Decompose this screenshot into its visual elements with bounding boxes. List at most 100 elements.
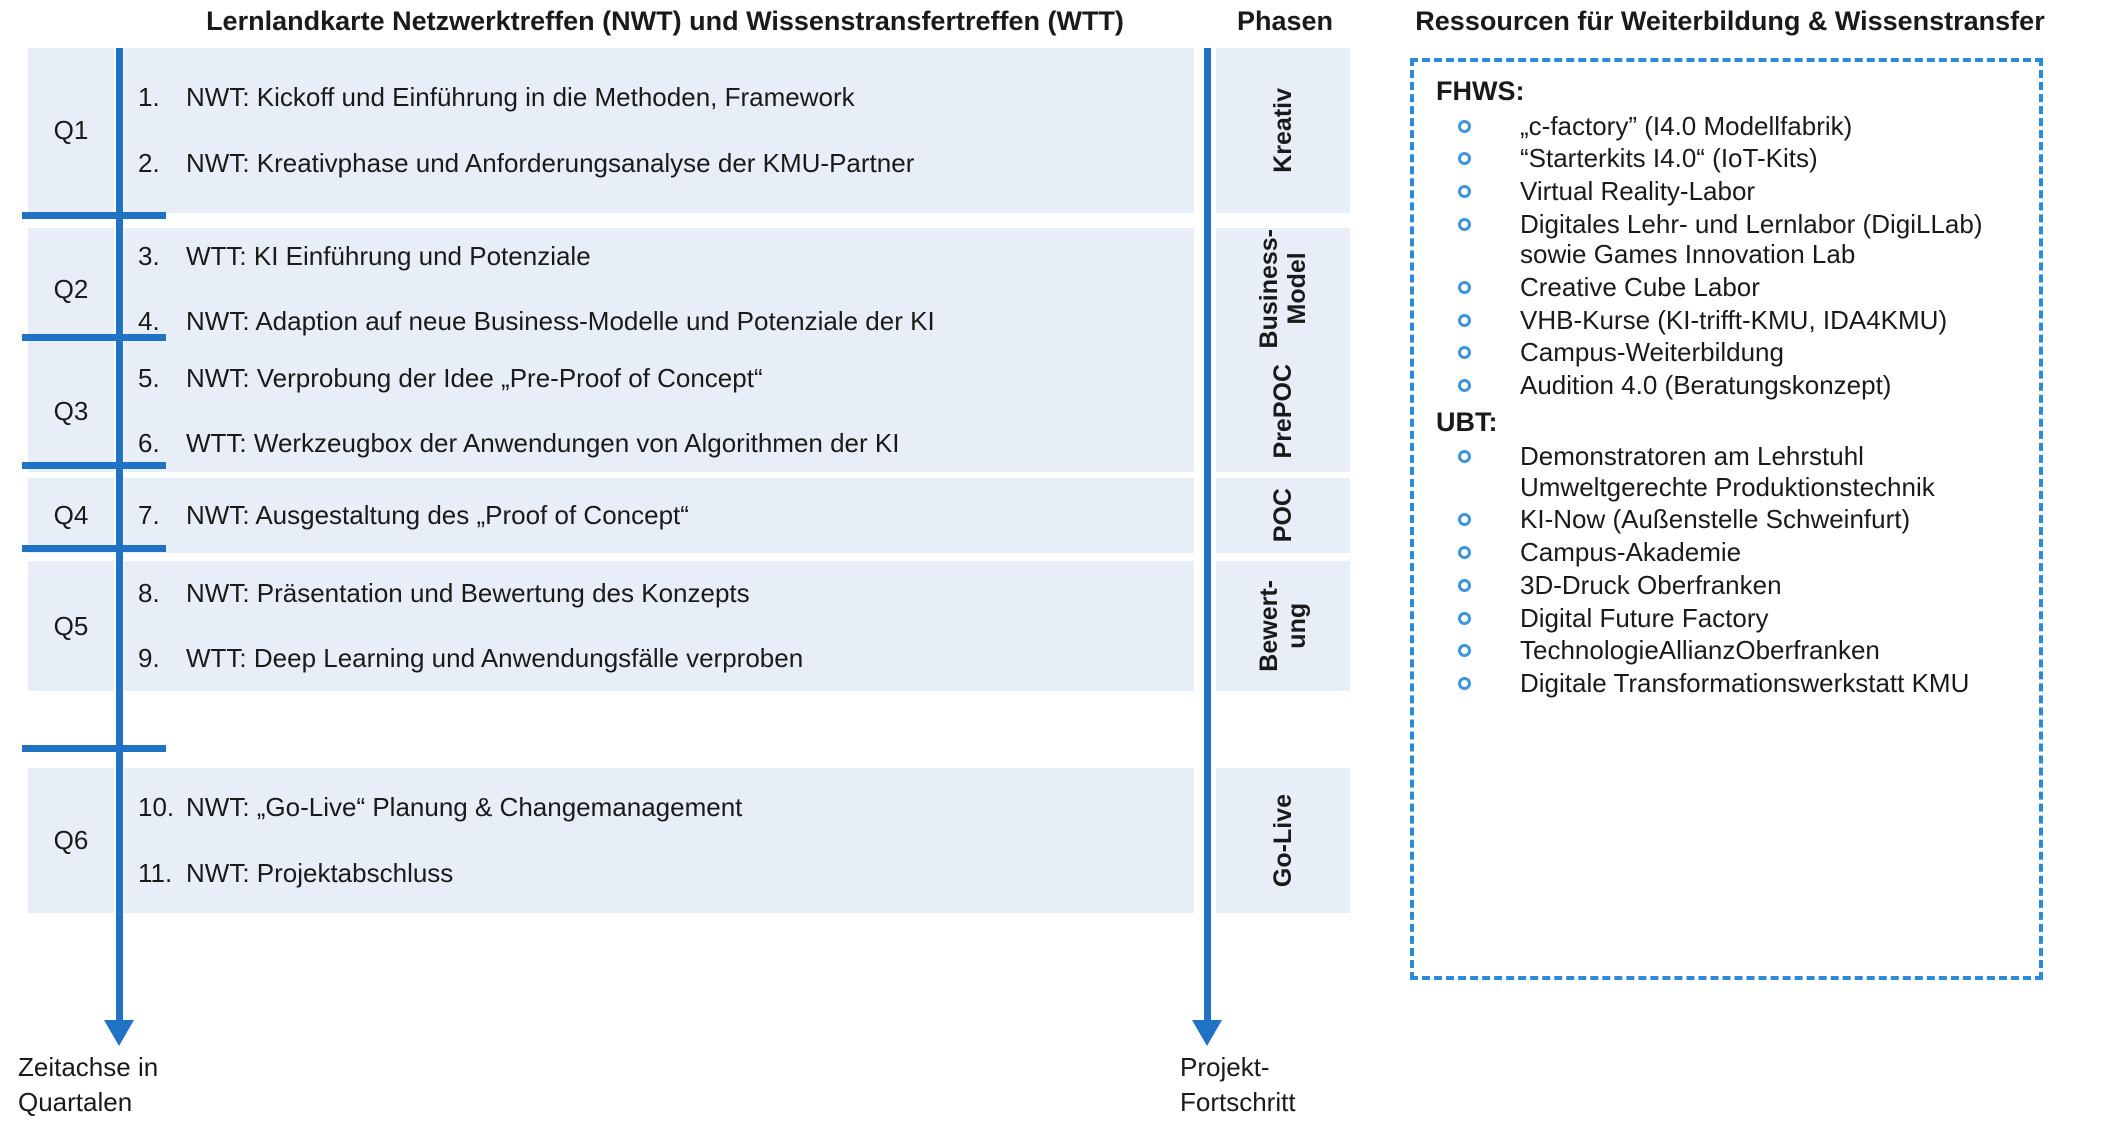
- phases-column-header: Phasen: [1236, 6, 1334, 36]
- resource-item: Campus-Weiterbildung: [1436, 337, 2046, 368]
- resource-group-heading-ubt: UBT:: [1436, 406, 1498, 437]
- meeting-text: NWT: Kreativphase und Anforderungsanalys…: [186, 147, 915, 178]
- quarter-content-q6: 10. NWT: „Go-Live“ Planung & Changemanage…: [124, 768, 1194, 913]
- phase-label: POC: [1269, 488, 1297, 543]
- resource-item: Creative Cube Labor: [1436, 272, 2046, 303]
- meeting-text: NWT: Verprobung der Idee „Pre-Proof of C…: [186, 362, 763, 393]
- meeting-number: 3.: [138, 240, 160, 271]
- bullet-circle-icon: [1458, 313, 1471, 327]
- meeting-item: 9. WTT: Deep Learning und Anwendungsfälle…: [138, 643, 1180, 673]
- phase-label: Business- Model: [1255, 229, 1311, 349]
- bullet-circle-icon: [1458, 676, 1471, 690]
- meeting-item: 10. NWT: „Go-Live“ Planung & Changemanage…: [138, 793, 1180, 822]
- resource-item: Campus-Akademie: [1436, 537, 2046, 568]
- quarter-label-q5: Q5: [28, 561, 114, 691]
- quarter-label-text: Q4: [53, 500, 89, 530]
- resource-item-text: TechnologieAllianzOberfranken: [1520, 635, 1880, 666]
- quarter-divider-tick: [118, 545, 166, 552]
- resource-item-text: Audition 4.0 (Beratungskonzept): [1520, 369, 1892, 400]
- meeting-item: 4. NWT: Adaption auf neue Business-Modell…: [138, 306, 1180, 336]
- resource-item-text: Virtual Reality-Labor: [1520, 175, 1756, 206]
- quarter-divider-tick: [22, 545, 120, 552]
- quarter-divider-tick: [118, 745, 166, 752]
- meeting-number: 9.: [138, 643, 160, 673]
- bullet-circle-icon: [1458, 546, 1471, 560]
- meeting-text: WTT: Deep Learning und Anwendungsfälle v…: [186, 643, 804, 673]
- meeting-item: 3.WTT: KI Einführung und Potenziale: [138, 240, 1180, 271]
- meeting-number: 2.: [138, 147, 160, 178]
- resource-item: Digitale Transformationswerkstatt KMU: [1436, 668, 2046, 699]
- quarter-divider-tick: [22, 745, 120, 752]
- meeting-number: 11.: [138, 857, 173, 888]
- meeting-text: NWT: Ausgestaltung des „Proof of Concept…: [186, 499, 689, 530]
- meeting-item: 11.NWT: Projektabschluss: [138, 857, 1180, 888]
- resource-item: Digitales Lehr- und Lernlabor (DigiLLab)…: [1436, 209, 2046, 270]
- phase-label: Bewert- ung: [1255, 580, 1311, 672]
- phase-label: PrePOC: [1269, 363, 1297, 459]
- bullet-circle-icon: [1458, 378, 1471, 392]
- resource-item-text: Digital Future Factory: [1520, 602, 1769, 633]
- meeting-item: 2. NWT: Kreativphase und Anforderungsanal…: [138, 147, 1180, 178]
- bullet-circle-icon: [1458, 513, 1471, 527]
- resource-item-text: Digitales Lehr- und Lernlabor (DigiLLab)…: [1520, 208, 1983, 270]
- learning-roadmap-grid: Q1 1.NWT: Kickoff und Einführung in die …: [0, 48, 1370, 963]
- quarter-label-q1: Q1: [28, 48, 114, 213]
- resource-item: Virtual Reality-Labor: [1436, 176, 2046, 207]
- quarter-content-q4: 7.NWT: Ausgestaltung des „Proof of Conce…: [124, 478, 1194, 553]
- phase-cell-business-model: Business- Model: [1216, 228, 1350, 350]
- quarter-content-q3: 5. NWT: Verprobung der Idee „Pre-Proof of…: [124, 350, 1194, 472]
- quarter-divider-tick: [22, 462, 120, 469]
- quarter-label-text: Q5: [53, 610, 89, 641]
- meeting-item: 1.NWT: Kickoff und Einführung in die Met…: [138, 83, 1180, 112]
- quarter-divider-tick: [22, 212, 120, 219]
- phase-cell-poc: POC: [1216, 478, 1350, 553]
- bullet-circle-icon: [1458, 280, 1471, 294]
- meeting-number: 5.: [138, 362, 160, 393]
- resources-dashed-container: [1410, 58, 2043, 980]
- quarter-label-q6: Q6: [28, 768, 114, 913]
- meeting-number: 1.: [138, 82, 160, 113]
- meeting-text: NWT: Adaption auf neue Business-Modelle …: [186, 306, 935, 336]
- bullet-circle-icon: [1458, 450, 1471, 464]
- phase-cell-bewertung: Bewert- ung: [1216, 561, 1350, 691]
- quarter-label-text: Q1: [53, 115, 89, 145]
- resource-item-text: VHB-Kurse (KI-trifft-KMU, IDA4KMU): [1520, 304, 1948, 335]
- page-title: Lernlandkarte Netzwerktreffen (NWT) und …: [206, 6, 1124, 36]
- resource-item: KI-Now (Außenstelle Schweinfurt): [1436, 504, 2046, 535]
- meeting-text: NWT: Präsentation und Bewertung des Konz…: [186, 577, 750, 608]
- resource-item-text: „c-factory” (I4.0 Modellfabrik): [1520, 110, 1853, 141]
- meeting-text: WTT: Werkzeugbox der Anwendungen von Alg…: [186, 428, 900, 458]
- progress-axis-label: Projekt- Fortschritt: [1180, 1052, 1296, 1118]
- resource-item: TechnologieAllianzOberfranken: [1436, 635, 2046, 666]
- phase-cell-go-live: Go-Live: [1216, 768, 1350, 913]
- meeting-number: 4.: [138, 306, 160, 336]
- quarter-divider-tick: [118, 334, 166, 341]
- quarter-label-text: Q6: [53, 825, 89, 855]
- quarter-label-q4: Q4: [28, 478, 114, 553]
- resource-item-text: Campus-Weiterbildung: [1520, 337, 1784, 368]
- resource-item-text: “Starterkits I4.0“ (IoT-Kits): [1520, 143, 1818, 174]
- meeting-item: 6.WTT: Werkzeugbox der Anwendungen von A…: [138, 428, 1180, 458]
- resource-item: Digital Future Factory: [1436, 603, 2046, 634]
- quarter-row-q2: Q2 3.WTT: KI Einführung und Potenziale 4…: [0, 228, 1370, 350]
- phase-label: Kreativ: [1269, 88, 1297, 173]
- resource-item-text: 3D-Druck Oberfranken: [1520, 569, 1782, 600]
- bullet-circle-icon: [1458, 346, 1471, 360]
- resources-panel-title: Ressourcen für Weiterbildung & Wissenstr…: [1415, 6, 2045, 36]
- phase-cell-prepoc: PrePOC: [1216, 350, 1350, 472]
- quarter-row-q4: Q4 7.NWT: Ausgestaltung des „Proof of Co…: [0, 478, 1370, 553]
- quarter-label-text: Q3: [53, 395, 89, 426]
- meeting-item: 5. NWT: Verprobung der Idee „Pre-Proof of…: [138, 362, 1180, 393]
- resource-item: “Starterkits I4.0“ (IoT-Kits): [1436, 143, 2046, 174]
- meeting-number: 10.: [138, 792, 175, 823]
- meeting-text: NWT: „Go-Live“ Planung & Changemanagemen…: [186, 792, 743, 823]
- quarter-content-q5: 8.NWT: Präsentation und Bewertung des Ko…: [124, 561, 1194, 691]
- quarter-label-text: Q2: [53, 273, 89, 304]
- progress-axis-arrowhead: [1192, 1020, 1222, 1046]
- resource-item: 3D-Druck Oberfranken: [1436, 570, 2046, 601]
- phase-label: Go-Live: [1269, 793, 1297, 888]
- quarter-row-q6-body: Q6 10. NWT: „Go-Live“ Planung & Changeman…: [0, 768, 1370, 913]
- quarter-divider-tick: [118, 212, 166, 219]
- resource-item: VHB-Kurse (KI-trifft-KMU, IDA4KMU): [1436, 305, 2046, 336]
- meeting-item: 8.NWT: Präsentation und Bewertung des Ko…: [138, 577, 1180, 608]
